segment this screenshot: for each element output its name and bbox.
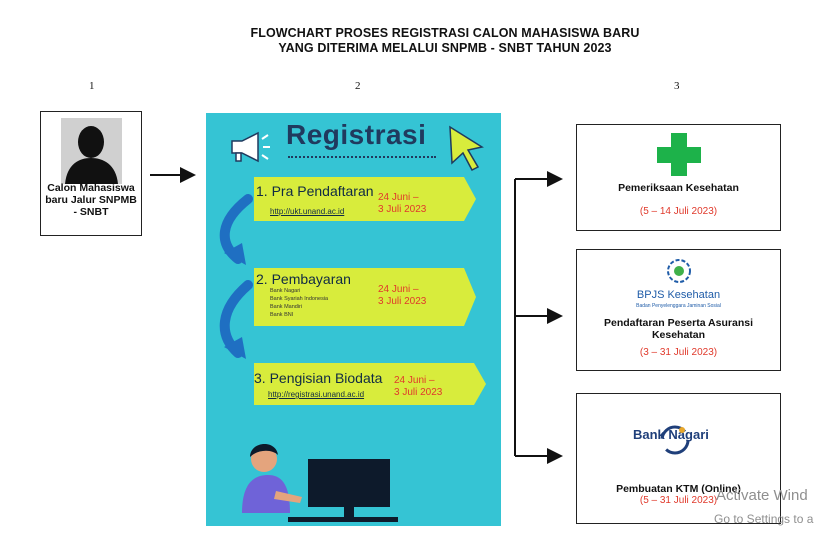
step-1-link[interactable]: http://ukt.unand.ac.id: [270, 207, 345, 216]
title-dotted-underline: [288, 156, 436, 158]
step-1-date-line1: 24 Juni –: [378, 192, 419, 203]
health-check-box: Pemeriksaan Kesehatan (5 – 14 Juli 2023): [576, 124, 781, 231]
curved-arrow-2-icon: [219, 280, 253, 359]
step-2-label: 2. Pembayaran: [256, 271, 351, 287]
bpjs-logo-subtitle: Badan Penyelenggara Jaminan Sosial: [636, 303, 721, 309]
registration-poster: Registrasi 1. Pra Pendaftaran http://ukt…: [206, 113, 501, 526]
step-2-date-line2: 3 Juli 2023: [378, 296, 427, 307]
bank-list-item: Bank Syariah Indonesia: [270, 296, 329, 302]
step-band-3: [254, 363, 486, 405]
bank-list-item: Bank Nagari: [270, 288, 301, 294]
person-at-computer-icon: [242, 443, 398, 522]
column-number-1: 1: [89, 80, 95, 92]
insurance-label-line1: Pendaftaran Peserta Asuransi: [603, 317, 753, 329]
step-band-2: [254, 268, 476, 326]
step-band-1: [254, 177, 476, 221]
start-box-label: Calon Mahasiswa baru Jalur SNPMB - SNBT: [45, 182, 137, 218]
health-check-label: Pemeriksaan Kesehatan: [618, 182, 739, 194]
insurance-box: BPJS Kesehatan Badan Penyelenggara Jamin…: [576, 249, 781, 371]
ktm-date: (5 – 31 Juli 2023): [639, 495, 718, 506]
ktm-label: Pembuatan KTM (Online): [616, 483, 741, 495]
health-check-date: (5 – 14 Juli 2023): [639, 206, 718, 217]
step-3-date-line1: 24 Juni –: [394, 375, 435, 386]
step-3-link[interactable]: http://registrasi.unand.ac.id: [268, 390, 365, 399]
step-3-label: 3. Pengisian Biodata: [254, 370, 383, 386]
cursor-icon: [449, 125, 484, 171]
bpjs-emblem-icon: [667, 259, 691, 283]
flowchart-title-line2: YANG DITERIMA MELALUI SNPMB - SNBT TAHUN…: [278, 41, 612, 55]
bpjs-logo: BPJS Kesehatan Badan Penyelenggara Jamin…: [629, 255, 728, 310]
bpjs-logo-name: BPJS Kesehatan: [636, 289, 721, 301]
column-number-3: 3: [674, 80, 680, 92]
activation-watermark-line2: Go to Settings to a: [714, 512, 814, 526]
curved-arrow-1-icon: [219, 194, 253, 265]
bank-nagari-emblem-icon: [660, 425, 690, 455]
step-3-date-line2: 3 Juli 2023: [394, 387, 443, 398]
start-box: Calon Mahasiswa baru Jalur SNPMB - SNBT: [40, 111, 142, 236]
bank-list-item: Bank Mandiri: [270, 304, 303, 310]
poster-graphics: [219, 125, 486, 522]
person-silhouette-icon: [61, 118, 122, 184]
insurance-date: (3 – 31 Juli 2023): [639, 347, 718, 358]
medical-cross-icon: [657, 133, 701, 176]
activation-watermark-line1: Activate Wind: [716, 487, 808, 504]
bank-nagari-logo-text: Bank Nagari: [633, 427, 709, 442]
column-number-2: 2: [355, 80, 361, 92]
step-1-date-line2: 3 Juli 2023: [378, 204, 427, 215]
step-2-date-line1: 24 Juni –: [378, 284, 419, 295]
ktm-box: Bank Nagari Pembuatan KTM (Online) (5 – …: [576, 393, 781, 524]
bank-list-item: Bank BNI: [270, 312, 294, 318]
registration-title: Registrasi: [286, 119, 427, 150]
flowchart-title-line1: FLOWCHART PROSES REGISTRASI CALON MAHASI…: [250, 26, 640, 40]
insurance-label-line2: Kesehatan: [651, 329, 706, 341]
megaphone-icon: [231, 131, 270, 163]
step-1-label: 1. Pra Pendaftaran: [256, 183, 374, 199]
